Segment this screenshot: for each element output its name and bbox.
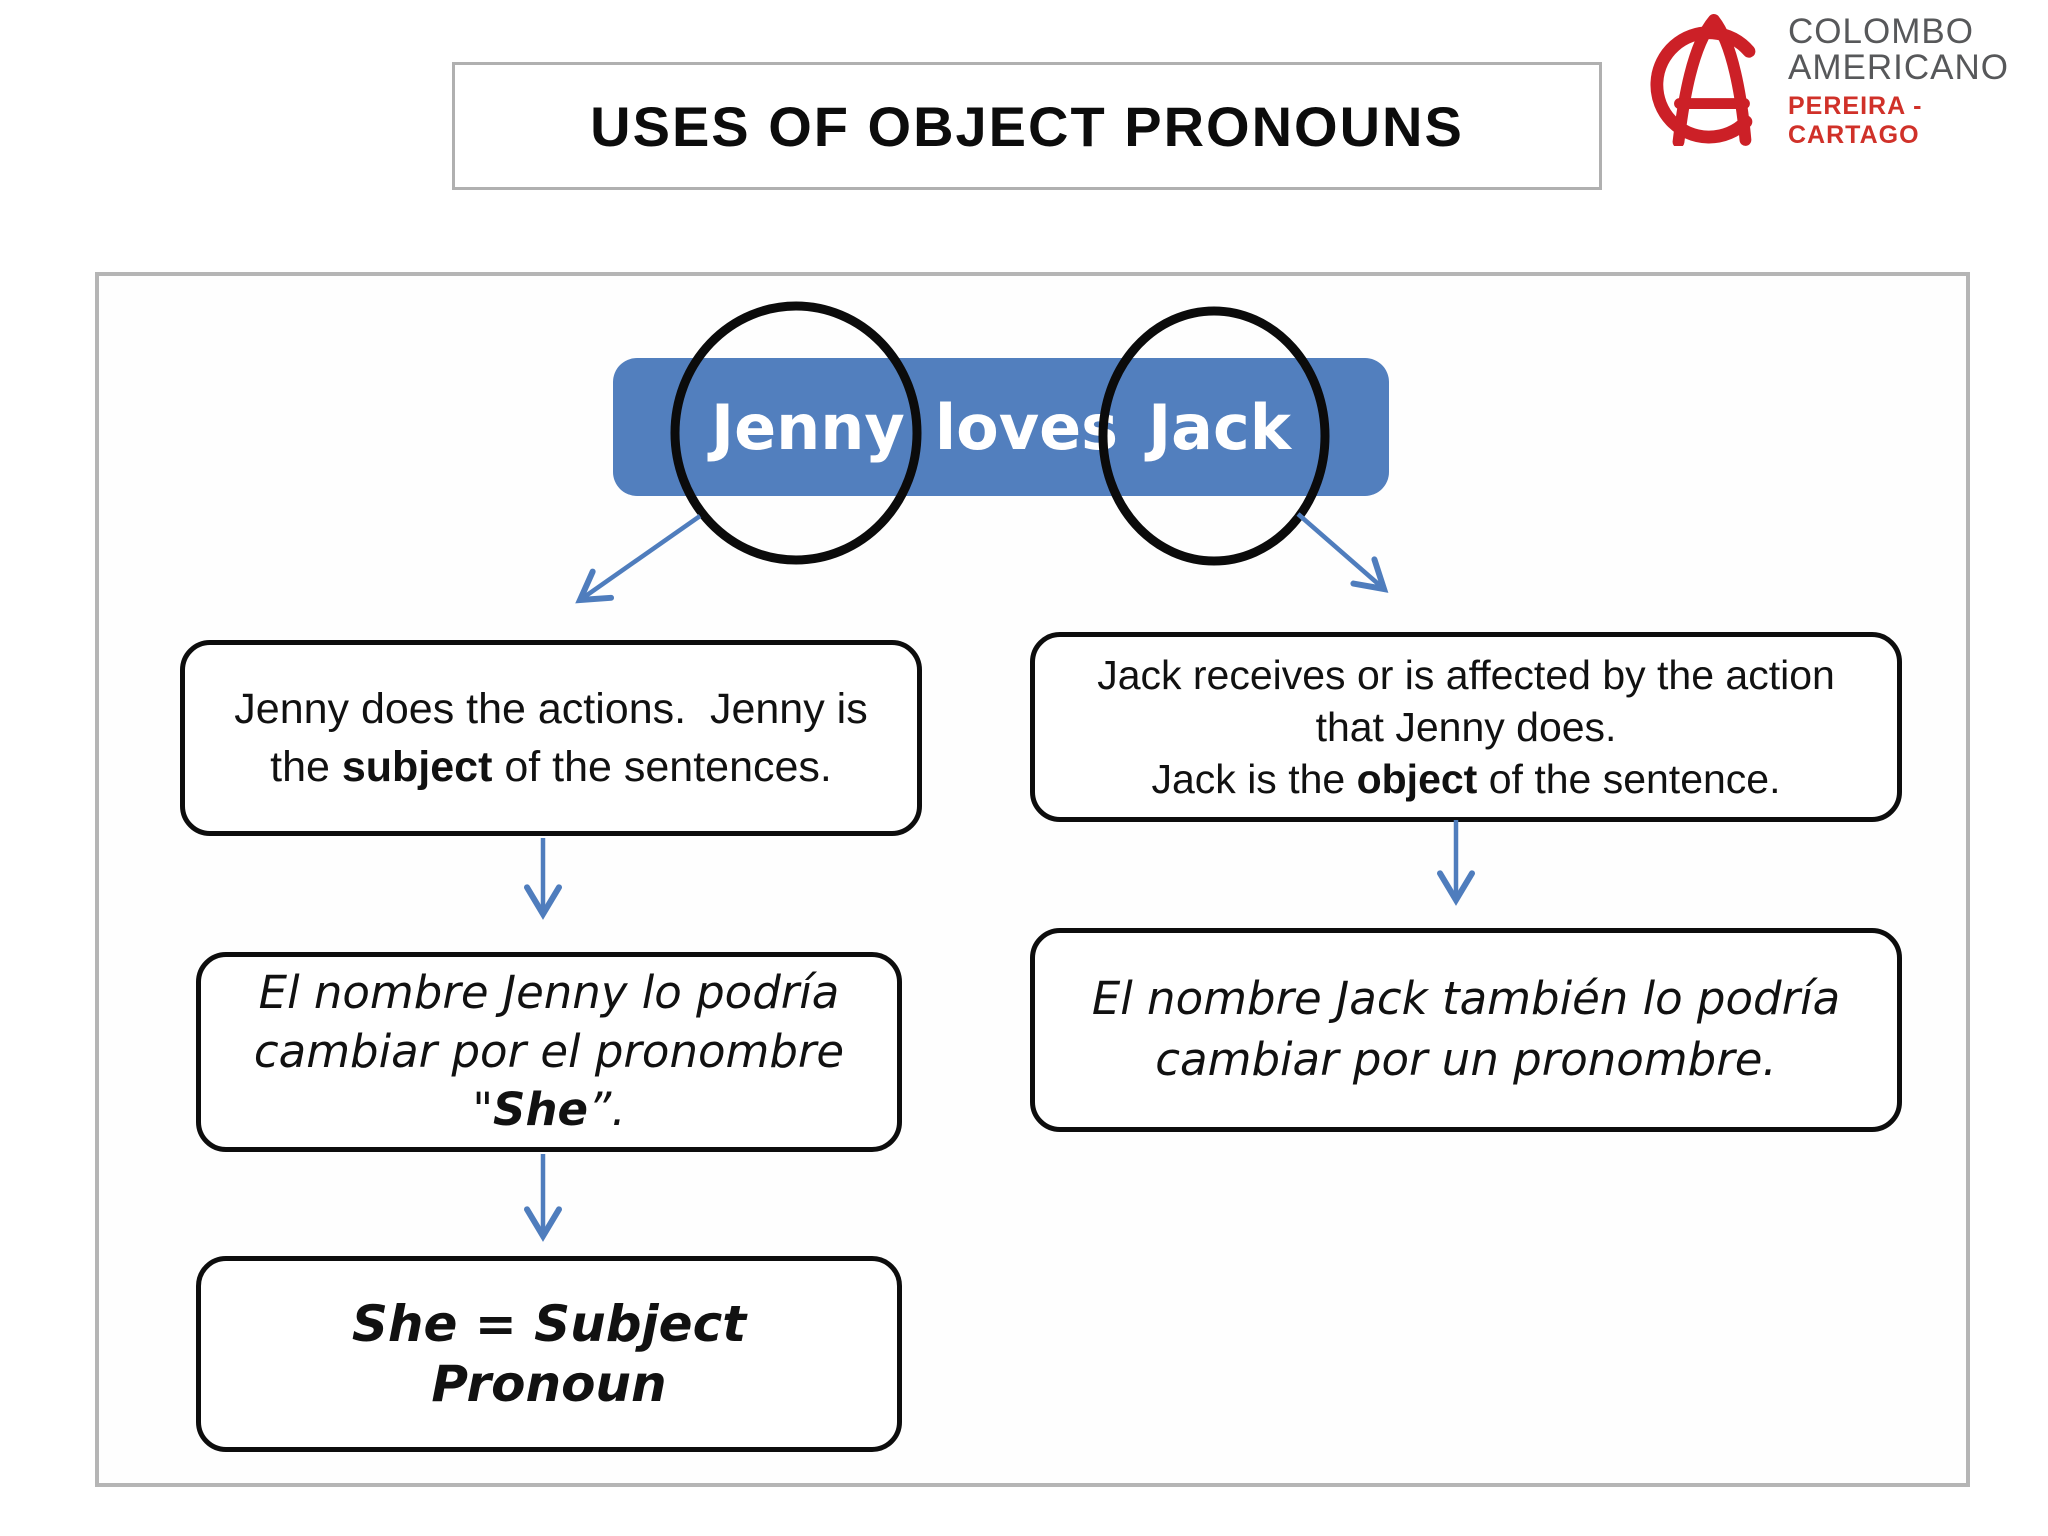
jenny-subject-text: Jenny does the actions. Jenny is the sub…: [213, 680, 889, 796]
conclusion-box: She = Subject Pronoun: [196, 1256, 902, 1452]
jack-object-line2-post: of the sentence.: [1477, 756, 1781, 803]
jenny-pronoun-bold: She: [493, 1083, 589, 1137]
jack-object-line2-pre: Jack is the: [1151, 756, 1357, 803]
logo-name-line1: COLOMBO: [1788, 12, 1974, 51]
jack-object-line1: Jack receives or is affected by the acti…: [1097, 651, 1835, 750]
jenny-pronoun-post: ”.: [588, 1083, 626, 1137]
sentence-word-loves: loves: [934, 390, 1119, 464]
jack-pronoun-text: El nombre Jack también lo podría cambiar…: [1091, 972, 1841, 1086]
jack-object-line2-bold: object: [1356, 756, 1478, 803]
jenny-subject-post: of the sentences.: [492, 743, 832, 791]
logo-text: COLOMBO AMERICANO PEREIRA - CARTAGO: [1788, 14, 2048, 150]
jack-object-line2: Jack is the object of the sentence.: [1063, 753, 1869, 805]
conclusion-text: She = Subject Pronoun: [351, 1295, 747, 1413]
jenny-pronoun-text: El nombre Jenny lo podría cambiar por el…: [229, 964, 869, 1140]
jenny-pronoun-pre: El nombre Jenny lo podría cambiar por el…: [253, 966, 845, 1137]
title-box: USES OF OBJECT PRONOUNS: [452, 62, 1602, 190]
jack-pronoun-box: El nombre Jack también lo podría cambiar…: [1030, 928, 1902, 1132]
ca-globe-monogram-icon: [1650, 13, 1756, 146]
page-title: USES OF OBJECT PRONOUNS: [590, 94, 1464, 158]
logo-subtitle: PEREIRA - CARTAGO: [1788, 92, 1923, 150]
logo: COLOMBO AMERICANO PEREIRA - CARTAGO: [1646, 6, 2048, 150]
jenny-subject-bold: subject: [341, 743, 493, 791]
jack-object-text: Jack receives or is affected by the acti…: [1063, 649, 1869, 805]
jenny-subject-box: Jenny does the actions. Jenny is the sub…: [180, 640, 922, 836]
jenny-pronoun-box: El nombre Jenny lo podría cambiar por el…: [196, 952, 902, 1152]
sentence-word-jack: Jack: [1148, 390, 1291, 464]
sentence-banner: Jenny loves Jack: [613, 358, 1389, 496]
jack-object-box: Jack receives or is affected by the acti…: [1030, 632, 1902, 822]
jenny-subject-pre: Jenny does the actions. Jenny is the: [234, 684, 868, 791]
logo-name-line2: AMERICANO: [1788, 47, 2009, 87]
sentence-word-jenny: Jenny: [711, 390, 905, 464]
